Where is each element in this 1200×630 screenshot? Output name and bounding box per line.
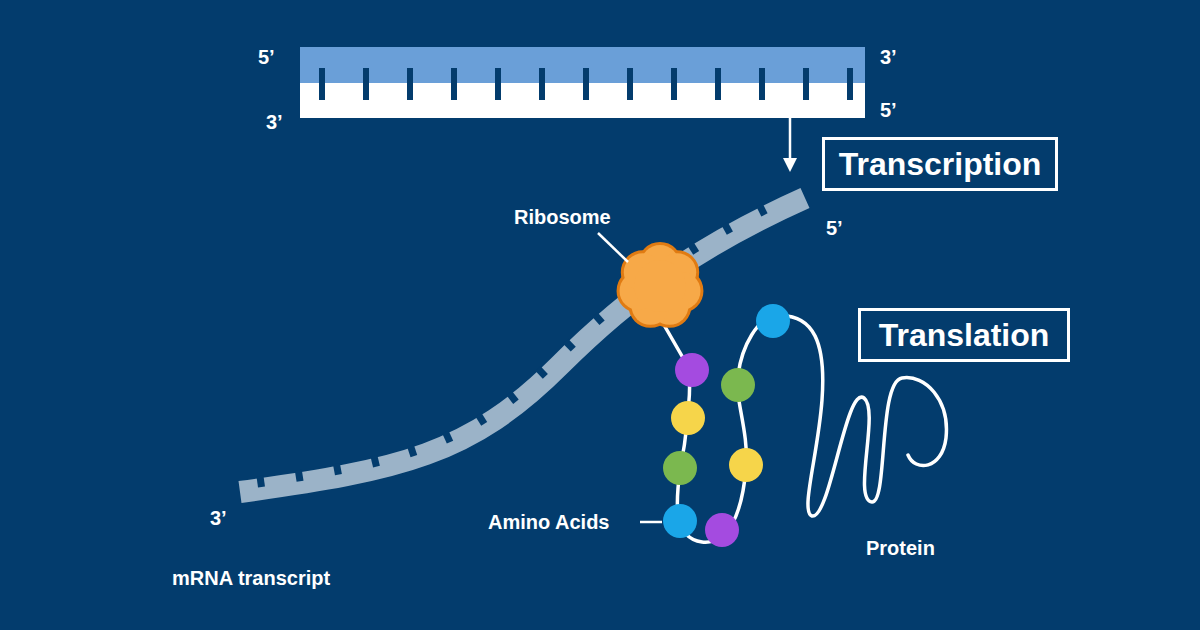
amino-acid <box>705 513 739 547</box>
dna-base <box>407 68 413 100</box>
dna-base <box>363 68 369 100</box>
arrow-line <box>789 118 792 160</box>
leader-line <box>640 521 662 524</box>
part-label: mRNA transcript <box>172 568 330 588</box>
end-label: 3’ <box>266 112 283 132</box>
leader-line <box>598 233 628 262</box>
mrna-base <box>566 341 574 349</box>
mrna-base <box>725 223 730 233</box>
mrna-base <box>260 476 262 487</box>
mrna-base <box>595 314 602 322</box>
mrna-base <box>690 244 696 253</box>
end-label: 5’ <box>826 218 843 238</box>
dna-base <box>847 68 853 100</box>
mrna-base <box>410 446 413 456</box>
mrna-base <box>298 470 300 481</box>
mrna-base <box>760 205 765 215</box>
amino-acid <box>663 451 697 485</box>
amino-acid <box>675 353 709 387</box>
dna-base <box>715 68 721 100</box>
dna-base <box>583 68 589 100</box>
mrna-base <box>336 464 338 475</box>
dna-base <box>759 68 765 100</box>
dna-base <box>803 68 809 100</box>
part-label: Amino Acids <box>488 512 610 532</box>
end-label: 5’ <box>258 47 275 67</box>
end-label: 3’ <box>210 508 227 528</box>
amino-acid <box>663 504 697 538</box>
dna-strand-top <box>300 47 865 83</box>
process-box: Translation <box>858 308 1070 362</box>
dna-base <box>539 68 545 100</box>
process-box: Transcription <box>822 137 1058 191</box>
mrna-base <box>445 432 450 442</box>
dna-strand-bottom <box>300 83 865 118</box>
part-label: Protein <box>866 538 935 558</box>
amino-acid <box>756 304 790 338</box>
amino-acid <box>721 368 755 402</box>
dna-bases <box>319 68 853 100</box>
end-label: 5’ <box>880 100 897 120</box>
process-title: Translation <box>879 319 1050 351</box>
mrna-base <box>538 368 546 376</box>
end-label: 3’ <box>880 47 897 67</box>
dna-base <box>495 68 501 100</box>
dna-base <box>319 68 325 100</box>
mrna-base <box>509 393 516 402</box>
mrna-base <box>374 456 377 467</box>
dna-base <box>627 68 633 100</box>
dna-base <box>451 68 457 100</box>
amino-acid <box>671 401 705 435</box>
process-title: Transcription <box>839 148 1042 180</box>
mrna-bases <box>260 205 765 487</box>
mrna-base <box>478 415 484 424</box>
mrna-strand <box>240 198 805 492</box>
part-label: Ribosome <box>514 207 611 227</box>
arrow-head <box>783 158 797 172</box>
amino-acid <box>729 448 763 482</box>
ribosome-fill <box>634 260 686 312</box>
dna-base <box>671 68 677 100</box>
ribosome <box>620 245 701 325</box>
